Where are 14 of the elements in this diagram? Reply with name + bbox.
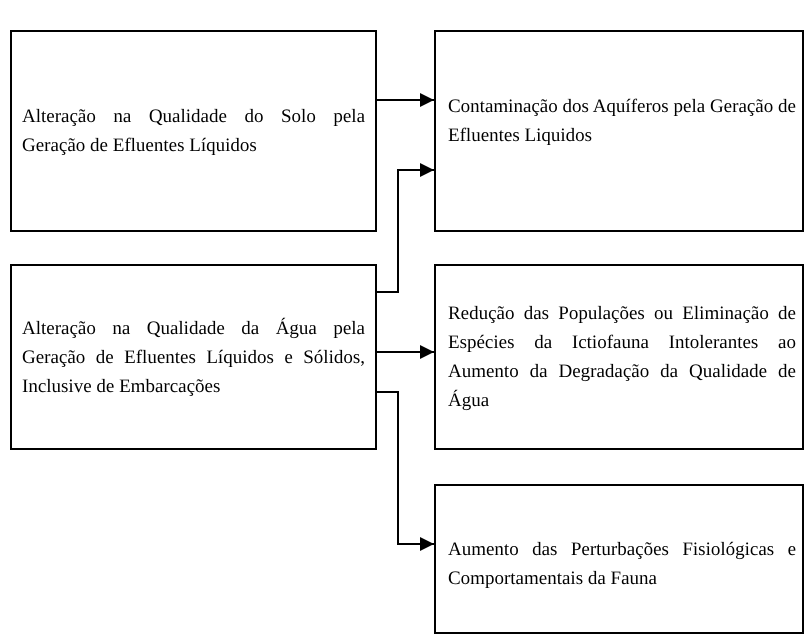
text-box [434, 484, 804, 634]
text-box [434, 264, 804, 450]
box-text: Contaminação dos Aquíferos pela Geração de Efluentes Liquidos [448, 95, 796, 148]
arrow [377, 345, 434, 359]
box-text: Alteração na Qualidade da Água pela Geração de Efluentes Líquidos e Sólidos, Inclusive de Embarcações [22, 316, 365, 398]
text-box [10, 30, 377, 232]
box-text: Alteração na Qualidade do Solo pela Geração de Efluentes Líquidos [22, 105, 365, 158]
text-box [434, 30, 804, 232]
box-text: Aumento das Perturbações Fisiológicas e Comportamentais da Fauna [448, 538, 796, 591]
arrow [377, 391, 434, 551]
arrow [377, 93, 434, 107]
box-text: Redução das Populações ou Eliminação de Espécies da Ictiofauna Intolerantes ao Aumento da Degradação da Qualidade de Água [448, 302, 796, 413]
arrow [377, 163, 434, 293]
text-box [10, 264, 377, 450]
